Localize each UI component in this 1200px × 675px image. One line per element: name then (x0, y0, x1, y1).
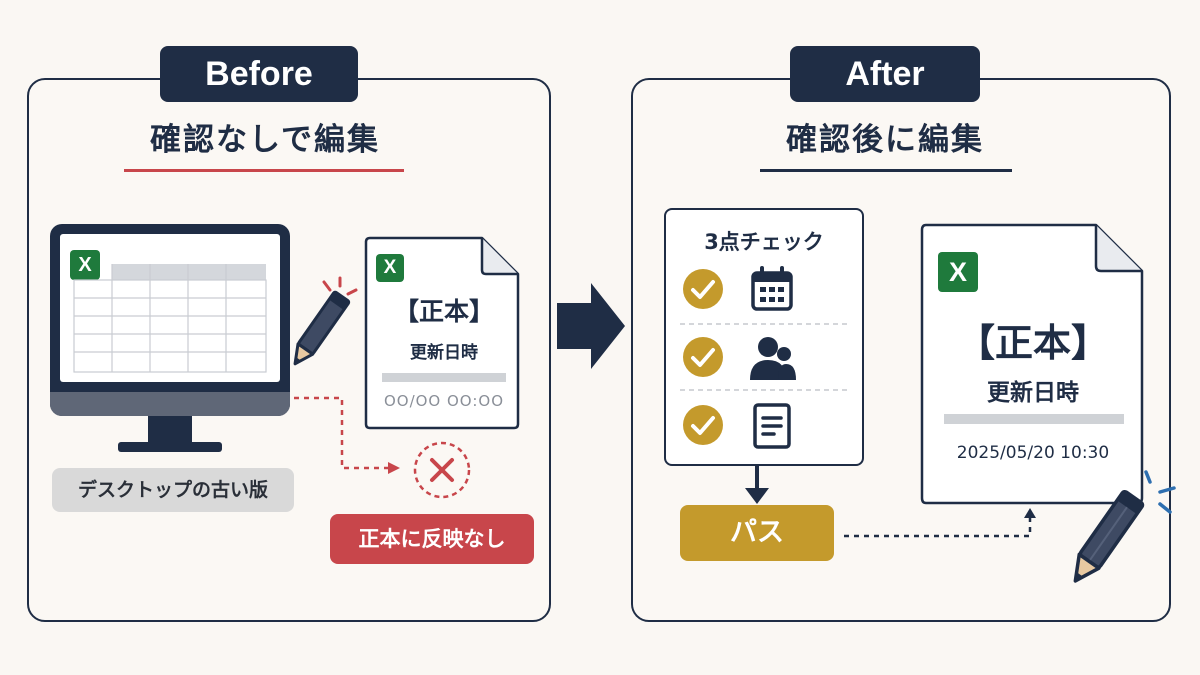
before-doc-bar (382, 373, 506, 382)
after-doc-label: 更新日時 (987, 380, 1079, 406)
spark-icon (1144, 470, 1176, 514)
document-icon (753, 403, 791, 449)
check-icon (683, 337, 723, 377)
excel-icon: X (938, 252, 978, 292)
x-mark-icon (413, 441, 471, 499)
monitor-base (118, 442, 222, 452)
after-doc-timestamp: 2025/05/20 10:30 (956, 443, 1110, 463)
monitor-neck (148, 416, 192, 446)
excel-icon: X (376, 254, 404, 282)
transition-arrow-icon (557, 283, 625, 369)
dotted-arrow (844, 508, 1036, 538)
after-tag: After (790, 46, 980, 102)
after-heading: 確認後に編集 (786, 122, 984, 158)
after-doc-bar (944, 414, 1124, 424)
before-doc-timestamp: OO/OO OO:OO (383, 392, 505, 410)
result-label: 正本に反映なし (330, 514, 534, 564)
calendar-icon (751, 266, 793, 311)
before-heading: 確認なしで編集 (149, 122, 381, 158)
checklist-rows (680, 323, 848, 391)
check-icon (683, 405, 723, 445)
spreadsheet-grid (73, 264, 267, 373)
spark-icon (322, 276, 358, 296)
before-doc-title: 【正本】 (393, 297, 494, 326)
pencil-icon (293, 290, 351, 366)
down-arrow-icon (745, 466, 769, 504)
checklist-title: 3点チェック (704, 230, 824, 254)
before-heading-underline (124, 169, 404, 172)
after-heading-underline (760, 169, 1012, 172)
dashed-arrow (294, 396, 400, 474)
before-doc-label: 更新日時 (410, 343, 478, 363)
after-document (920, 223, 1144, 505)
monitor-bezel-bottom (50, 392, 290, 416)
pass-badge: パス (680, 505, 834, 561)
desktop-label: デスクトップの古い版 (52, 468, 294, 512)
pencil-icon (1073, 489, 1145, 583)
after-doc-title: 【正本】 (956, 321, 1109, 365)
check-icon (683, 269, 723, 309)
excel-icon: X (70, 250, 100, 280)
before-tag: Before (160, 46, 358, 102)
users-icon (750, 337, 796, 380)
